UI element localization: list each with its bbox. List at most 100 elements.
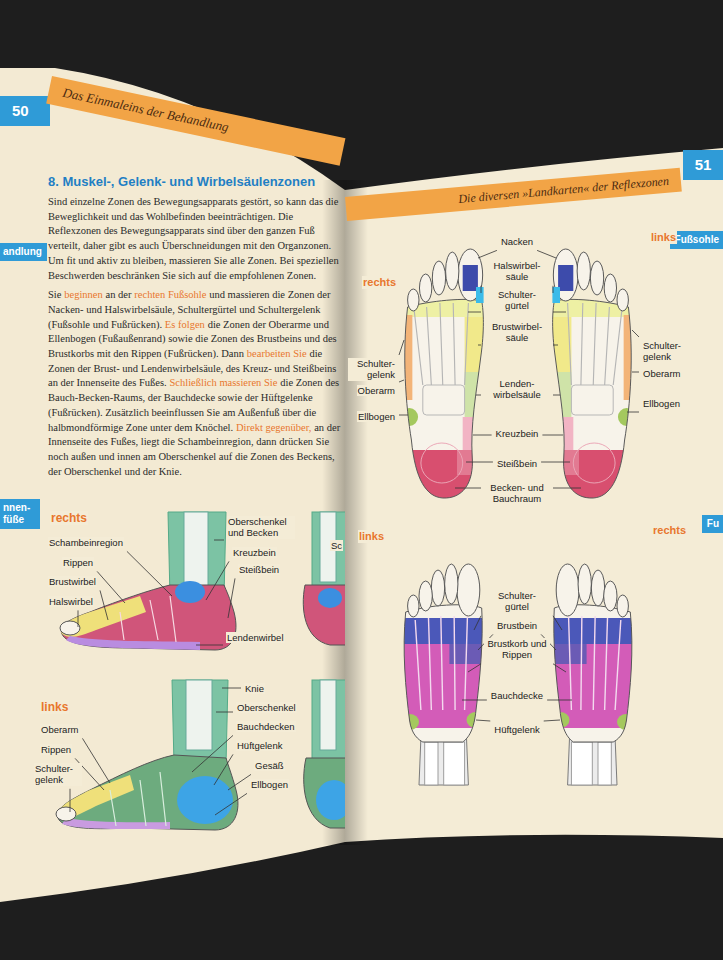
hip-knee-zone [316,780,345,820]
leader-line [478,345,481,346]
leader-line [476,720,490,721]
side-label: rechts [652,524,687,537]
leader-line [100,590,108,620]
section-title: 8. Muskel-, Gelenk- und Wirbelsäulenzone… [48,174,345,190]
part-label: Hüftgelenk [493,724,540,735]
heel [303,585,345,645]
leader-line [474,616,481,630]
leader-line [547,700,572,701]
tab-text: andlung [3,243,42,261]
hip-knee-zone [177,776,233,824]
leader-line [468,664,481,672]
part-label: Brustwirbel [48,576,97,587]
body-text: Sie [48,289,61,300]
part-label: Hüftgelenk [236,740,283,751]
leader-line [553,345,558,346]
leader-line [473,435,492,436]
right-page [345,148,723,842]
part-label: Kreuzbein [495,428,540,439]
part-label: Kreuzbein [232,547,277,558]
part-label: Knie [244,683,265,694]
leader-line [97,571,125,603]
leader-line [553,286,554,293]
part-label: Ellbogen [357,411,396,422]
leader-line [476,395,481,396]
part-label: Lendenwirbel [226,632,285,643]
page-number-tab: 50 [0,96,50,126]
leader-line [462,700,487,701]
leader-line [553,616,562,630]
outer-foot-figure [56,680,345,830]
part-label: Schulter- gelenk [642,340,690,363]
tibia [184,512,208,587]
part-label: Brustkorb und Rippen [484,638,550,661]
body-paragraph: Sind einzelne Zonen des Bewegungsapparat… [48,195,345,283]
toe [56,807,76,821]
ankle-zone [175,581,205,603]
leader-line [399,415,408,416]
part-label: Schambeinregion [48,537,124,548]
leader-line [627,412,639,413]
dorsal-right-foot [551,560,637,785]
leader-line [82,738,110,783]
side-label: links [650,231,677,244]
leader-line [553,488,581,489]
chapter-tab: Fu [702,515,723,533]
part-label: Steißbein [238,564,280,575]
leader-line [481,286,482,293]
leader-line [228,774,251,790]
highlight-phrase: bearbeiten Sie [247,348,307,359]
leader-line [196,645,223,646]
foot-outline [61,585,236,650]
part-label: Schulter- gelenk [34,763,82,786]
part-label: Oberschenkel und Becken [227,516,295,539]
tibia [186,680,212,750]
left-page [0,68,345,902]
lumbar-zone [66,636,200,650]
part-label: Halswirbel [48,596,94,607]
leader-line [537,250,556,258]
body-paragraph: Siebeginnenan derrechten Fußsohleund mas… [48,288,345,479]
leader-line [541,462,570,463]
lower-leg [312,680,345,766]
leader-line [399,340,404,355]
leader-line [206,561,229,600]
part-label: Oberarm [40,724,79,735]
leader-line [632,372,639,373]
leader-line [70,789,71,812]
leader-line [216,712,233,713]
leader-line [78,610,79,627]
leader-line [399,380,404,382]
leader-line [553,395,560,396]
dorsal-left-foot [400,560,486,785]
part-label: Schulter- gürtel [484,590,550,613]
part-label: Nacken [500,236,534,247]
chapter-tab: andlung [0,243,47,261]
part-label: Becken- und Bauchraum [484,482,550,505]
leader-line [214,754,233,785]
part-label: Bauchdecken [236,721,296,732]
chapter-tab: nnen- füße [0,499,40,529]
part-label: Brustbein [496,620,538,631]
side-label: links [358,530,385,543]
part-label: Bauchdecke [490,690,544,701]
part-label: Ellbogen [642,398,681,409]
heel [304,758,345,828]
side-label: rechts [362,276,397,289]
leader-line [192,735,233,772]
page-number-tab: 51 [683,150,723,180]
leader-line [455,488,481,489]
part-label: Schulter- gelenk [348,358,396,381]
highlight-phrase: Es folgen [165,319,205,330]
leader-line [127,551,172,596]
leader-line [466,462,493,463]
highlight-phrase: Schließlich massieren Sie [170,377,278,388]
highlight-phrase: beginnen [64,289,103,300]
lower-leg [172,680,228,765]
foot-outline [58,755,238,830]
part-label: Ellbogen [250,779,289,790]
